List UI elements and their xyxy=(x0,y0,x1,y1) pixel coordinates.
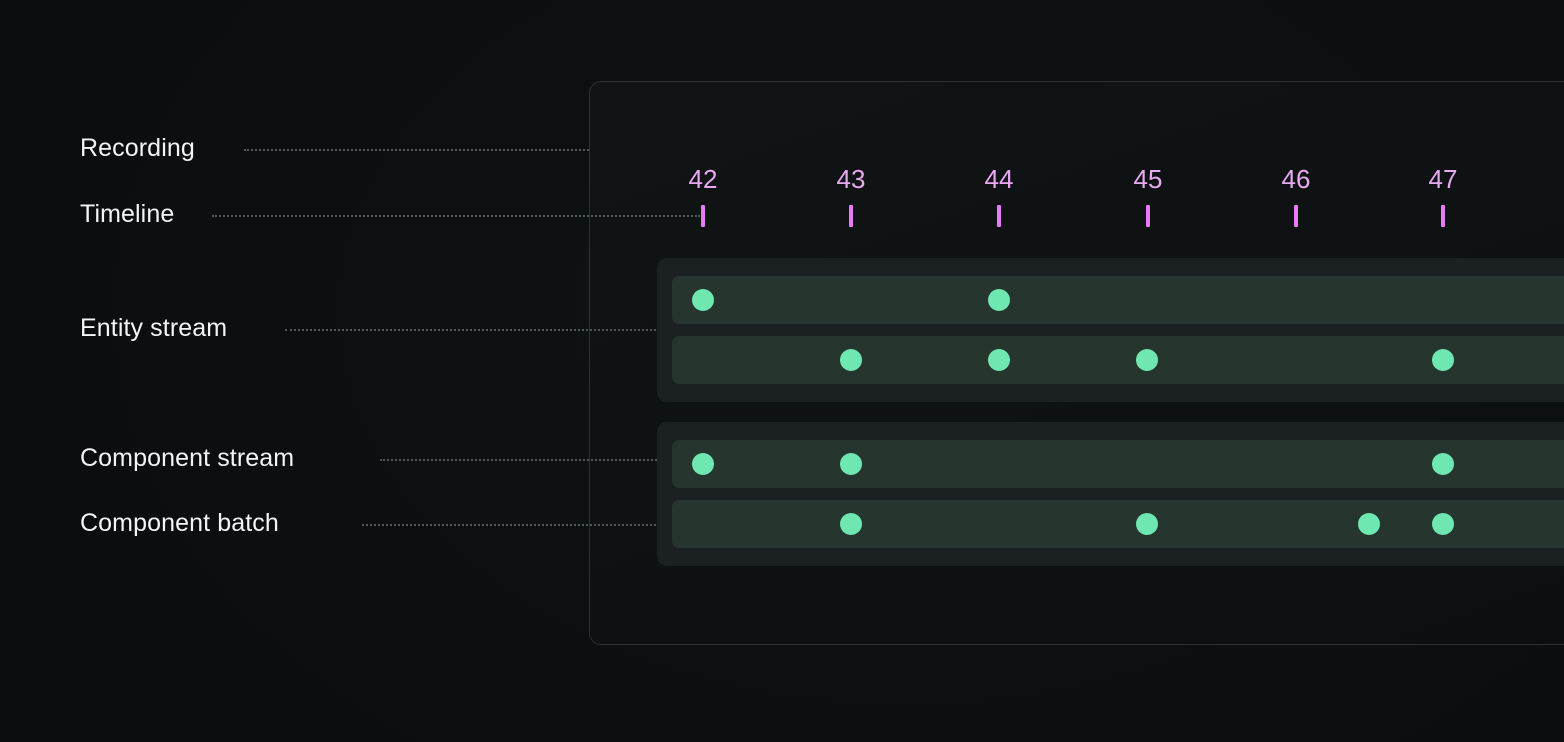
timeline-tick-mark-46[interactable] xyxy=(1294,205,1298,227)
leader-line-timeline xyxy=(212,215,700,217)
track-entity-stream-track-1[interactable] xyxy=(672,276,1564,324)
label-component-batch: Component batch xyxy=(80,509,279,537)
event-dot[interactable] xyxy=(692,453,714,475)
timeline-tick-mark-45[interactable] xyxy=(1146,205,1150,227)
timeline-tick-label-46: 46 xyxy=(1281,164,1311,194)
stream-group-entity-stream xyxy=(657,258,1564,402)
label-component-stream: Component stream xyxy=(80,444,295,472)
event-dot[interactable] xyxy=(1136,513,1158,535)
event-dot[interactable] xyxy=(840,513,862,535)
timeline-tick-mark-44[interactable] xyxy=(997,205,1001,227)
event-dot[interactable] xyxy=(1432,349,1454,371)
label-recording: Recording xyxy=(80,134,195,162)
timeline-tick-mark-43[interactable] xyxy=(849,205,853,227)
leader-line-component-stream xyxy=(380,459,672,461)
timeline-tick-label-45: 45 xyxy=(1133,164,1163,194)
event-dot[interactable] xyxy=(1136,349,1158,371)
event-dot[interactable] xyxy=(988,289,1010,311)
timeline-tick-label-42: 42 xyxy=(688,164,718,194)
timeline-tick-label-43: 43 xyxy=(836,164,866,194)
event-dot[interactable] xyxy=(1432,453,1454,475)
timeline-tick-label-44: 44 xyxy=(984,164,1014,194)
leader-line-recording xyxy=(244,149,589,151)
track-component-stream-track[interactable] xyxy=(672,440,1564,488)
timeline-tick-mark-42[interactable] xyxy=(701,205,705,227)
label-entity-stream: Entity stream xyxy=(80,314,228,342)
event-dot[interactable] xyxy=(840,349,862,371)
label-timeline: Timeline xyxy=(80,200,175,228)
stream-group-component-streams xyxy=(657,422,1564,566)
timeline-tick-mark-47[interactable] xyxy=(1441,205,1445,227)
event-dot[interactable] xyxy=(1432,513,1454,535)
leader-line-component-batch xyxy=(362,524,848,526)
timeline-tick-label-47: 47 xyxy=(1428,164,1458,194)
event-dot[interactable] xyxy=(840,453,862,475)
track-entity-stream-track-2[interactable] xyxy=(672,336,1564,384)
event-dot[interactable] xyxy=(1358,513,1380,535)
event-dot[interactable] xyxy=(692,289,714,311)
event-dot[interactable] xyxy=(988,349,1010,371)
leader-line-entity-stream xyxy=(285,329,672,331)
track-component-batch-track[interactable] xyxy=(672,500,1564,548)
